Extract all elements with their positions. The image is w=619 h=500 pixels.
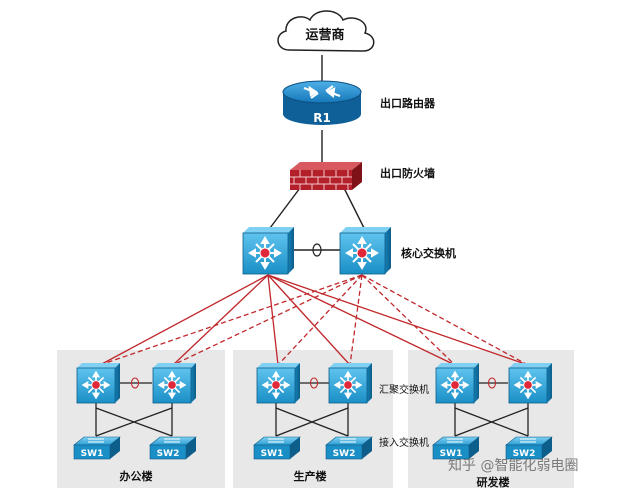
- office-aggregation-switch-2-icon: [152, 363, 196, 404]
- office-access-switch-sw2-icon: [149, 436, 197, 460]
- core-link-aggregation-marker: [312, 243, 322, 257]
- aggregation-pair-markers: [130, 377, 497, 389]
- production-sw2-label: SW2: [333, 449, 356, 459]
- core-to-aggregation-links: [99, 274, 529, 366]
- access-switches: [73, 436, 553, 460]
- building-name-production: 生产楼: [294, 469, 327, 483]
- production-access-switch-sw2-icon: [325, 436, 373, 460]
- office-sw2-label: SW2: [157, 449, 180, 459]
- office-sw1-label: SW1: [81, 449, 104, 459]
- office-aggregation-switch-1-icon: [76, 363, 120, 404]
- rnd-access-switch-sw1-icon: [432, 436, 480, 460]
- office-access-switch-sw1-icon: [73, 436, 121, 460]
- uplink-lines: [269, 55, 365, 251]
- core-switch-2-icon: [339, 227, 391, 275]
- aggregation-switch-label: 汇聚交换机: [379, 383, 429, 396]
- aggregation-to-access-links: [95, 402, 529, 437]
- rnd-sw1-label: SW1: [440, 449, 463, 459]
- access-switch-label: 接入交换机: [379, 436, 429, 449]
- rnd-aggregation-switch-1-icon: [435, 363, 479, 404]
- aggregation-switches: [76, 363, 552, 404]
- firewall-icon: [290, 162, 362, 190]
- production-sw1-label: SW1: [261, 449, 284, 459]
- building-name-office: 办公楼: [120, 469, 153, 483]
- production-aggregation-switch-2-icon: [328, 363, 372, 404]
- access-switch-name-labels: SW1 SW2 SW1 SW2 SW1 SW2: [81, 449, 536, 459]
- rnd-access-switch-sw2-icon: [505, 436, 553, 460]
- router-name: R1: [313, 111, 331, 125]
- production-access-switch-sw1-icon: [253, 436, 301, 460]
- core-to-aggregation-backup-links: [99, 274, 529, 366]
- core-switch-1-icon: [242, 227, 294, 275]
- router-label: 出口路由器: [380, 96, 436, 110]
- isp-label: 运营商: [305, 27, 344, 43]
- router-icon: [282, 80, 362, 125]
- building-name-rnd: 研发楼: [477, 475, 510, 489]
- firewall-label: 出口防火墙: [380, 166, 435, 180]
- core-switch-label: 核心交换机: [401, 246, 456, 260]
- rnd-aggregation-switch-2-icon: [508, 363, 552, 404]
- rnd-sw2-label: SW2: [513, 449, 536, 459]
- cloud-icon: [277, 10, 375, 52]
- watermark-text: 知乎 @智能化弱电圈: [448, 457, 578, 474]
- production-aggregation-switch-1-icon: [256, 363, 300, 404]
